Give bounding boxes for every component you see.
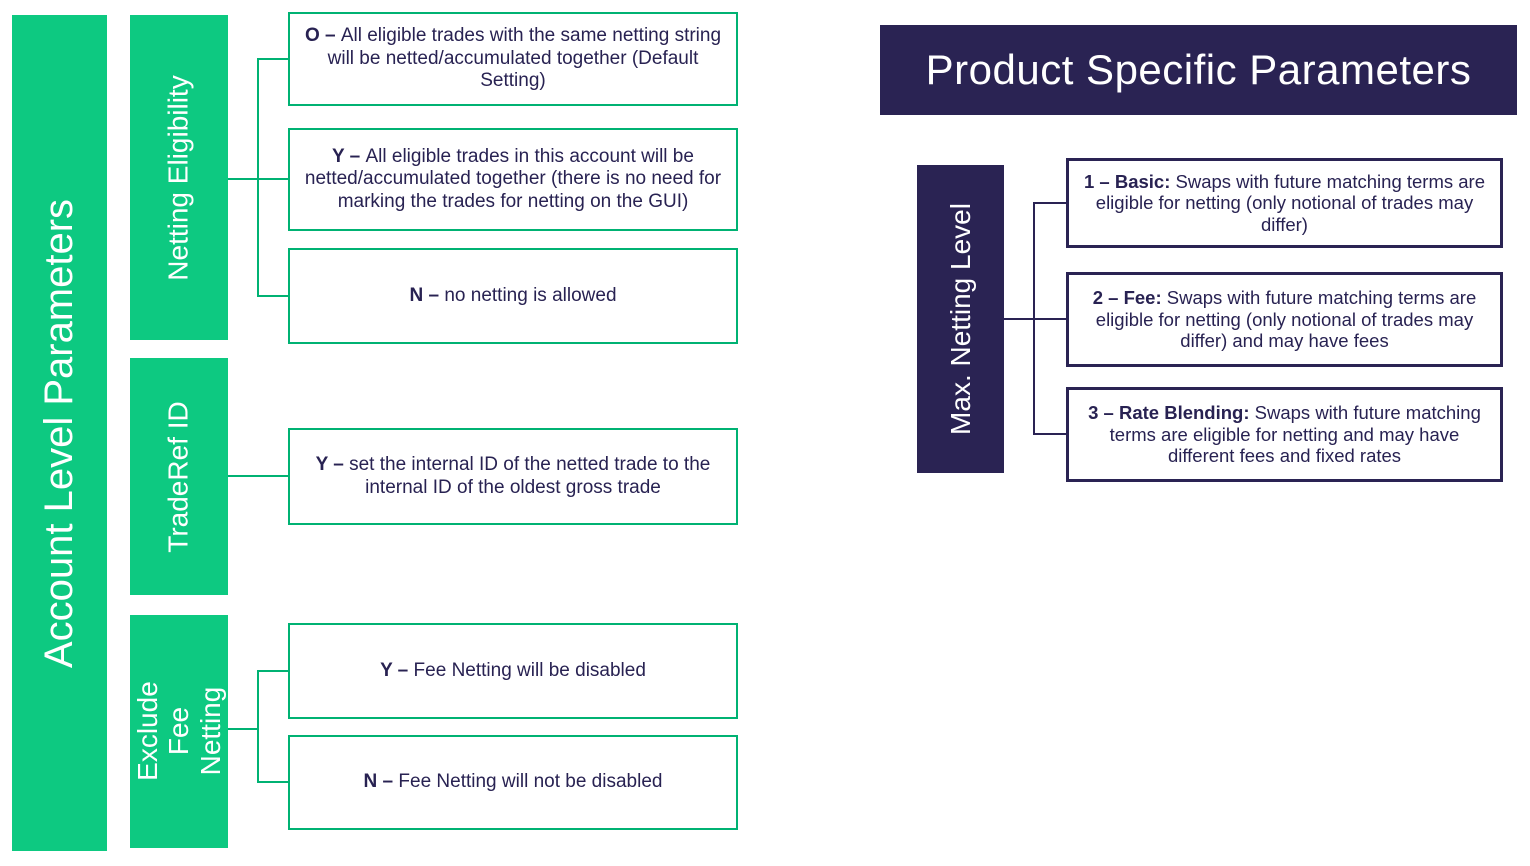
option-level-1-basic-text: 1 – Basic: Swaps with future matching te… bbox=[1083, 170, 1486, 235]
group-exclude-fee-netting: Exclude Fee Netting bbox=[130, 615, 228, 848]
connector-netting-stub-n bbox=[257, 295, 288, 297]
connector-exclude-main bbox=[228, 728, 259, 730]
option-level-2-fee: 2 – Fee: Swaps with future matching term… bbox=[1066, 272, 1503, 367]
option-level-3-rate-blending-text: 3 – Rate Blending: Swaps with future mat… bbox=[1088, 402, 1481, 467]
option-level-2-fee-text: 2 – Fee: Swaps with future matching term… bbox=[1092, 287, 1477, 352]
traderef-id-label: TradeRef ID bbox=[163, 400, 194, 553]
connector-maxnetting-trunk bbox=[1033, 202, 1035, 435]
connector-maxnetting-stub-1 bbox=[1033, 202, 1066, 204]
option-exclude-fee-y: Y – Fee Netting will be disabled bbox=[288, 623, 738, 719]
option-traderef-y: Y – set the internal ID of the netted tr… bbox=[288, 428, 738, 525]
group-max-netting-level: Max. Netting Level bbox=[917, 165, 1004, 473]
connector-maxnetting-stub-3 bbox=[1033, 433, 1066, 435]
connector-traderef-line bbox=[228, 475, 288, 477]
option-netting-y-text: Y – All eligible trades in this account … bbox=[304, 145, 722, 212]
connector-exclude-stub-y bbox=[257, 670, 288, 672]
option-level-3-rate-blending: 3 – Rate Blending: Swaps with future mat… bbox=[1066, 387, 1503, 482]
option-netting-y: Y – All eligible trades in this account … bbox=[288, 128, 738, 231]
option-exclude-fee-n: N – Fee Netting will not be disabled bbox=[288, 735, 738, 830]
product-specific-parameters-header: Product Specific Parameters bbox=[880, 25, 1517, 115]
connector-netting-trunk bbox=[257, 58, 259, 297]
option-exclude-fee-y-text: Y – Fee Netting will be disabled bbox=[380, 659, 646, 681]
connector-netting-main bbox=[228, 178, 288, 180]
group-traderef-id: TradeRef ID bbox=[130, 358, 228, 595]
option-netting-n-text: N – no netting is allowed bbox=[409, 284, 617, 306]
account-level-parameters-label: Account Level Parameters bbox=[37, 198, 81, 668]
account-level-parameters-bar: Account Level Parameters bbox=[12, 15, 107, 851]
connector-exclude-trunk bbox=[257, 670, 259, 783]
exclude-fee-netting-label: Exclude Fee Netting bbox=[131, 681, 226, 782]
option-netting-n: N – no netting is allowed bbox=[288, 248, 738, 344]
option-traderef-y-text: Y – set the internal ID of the netted tr… bbox=[315, 454, 711, 498]
option-netting-o: O – All eligible trades with the same ne… bbox=[288, 12, 738, 106]
option-netting-o-text: O – All eligible trades with the same ne… bbox=[304, 25, 722, 92]
connector-netting-stub-o bbox=[257, 58, 288, 60]
group-netting-eligibility: Netting Eligibility bbox=[130, 15, 228, 340]
netting-eligibility-label: Netting Eligibility bbox=[163, 74, 195, 281]
option-exclude-fee-n-text: N – Fee Netting will not be disabled bbox=[363, 771, 663, 793]
max-netting-level-label: Max. Netting Level bbox=[944, 203, 976, 435]
product-specific-parameters-title: Product Specific Parameters bbox=[925, 46, 1472, 93]
connector-maxnetting-main bbox=[1004, 318, 1066, 320]
option-level-1-basic: 1 – Basic: Swaps with future matching te… bbox=[1066, 158, 1503, 248]
connector-exclude-stub-n bbox=[257, 781, 288, 783]
